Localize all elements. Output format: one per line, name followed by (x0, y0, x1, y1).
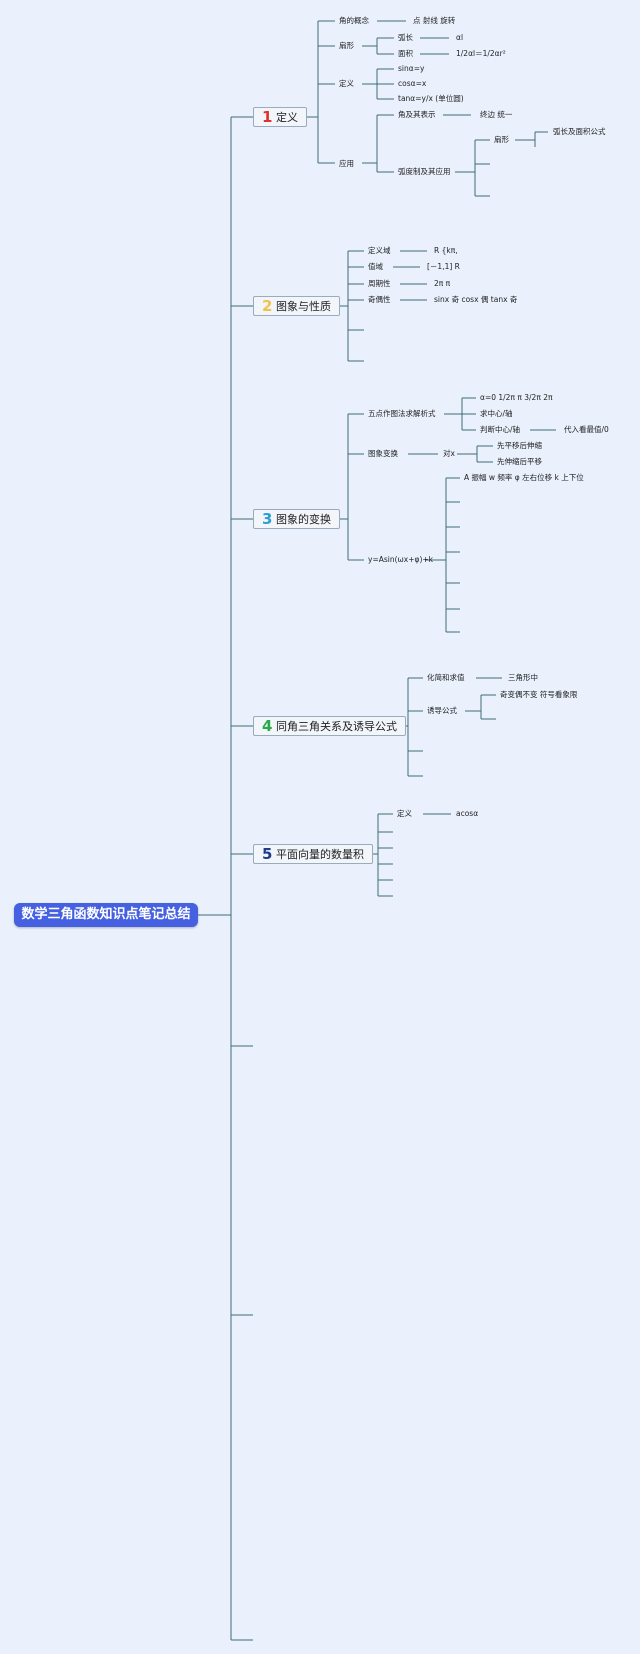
node-range-value[interactable]: [－1,1] R (427, 262, 460, 271)
node-simplify-evaluate[interactable]: 化简和求值 (427, 673, 465, 682)
node-cos[interactable]: cosα=x (398, 79, 427, 88)
node-graph-transform[interactable]: 图象变换 (368, 449, 398, 458)
node-dp-definition-value[interactable]: acosα (456, 809, 479, 818)
branch-label: 图象与性质 (276, 300, 331, 313)
node-sector[interactable]: 扇形 (339, 41, 354, 50)
node-definition[interactable]: 定义 (339, 79, 354, 88)
branch-label: 同角三角关系及诱导公式 (276, 720, 397, 733)
node-terminal-side[interactable]: 终边 统一 (480, 110, 513, 119)
node-odd-change-rule[interactable]: 奇变偶不变 符号看象限 (500, 690, 578, 699)
node-scale-then-shift[interactable]: 先伸缩后平移 (497, 457, 542, 466)
node-radian-application[interactable]: 弧度制及其应用 (398, 167, 451, 176)
node-angle-concept-value[interactable]: 点 射线 旋转 (413, 16, 456, 25)
node-tan[interactable]: tanα=y/x (单位圆) (398, 94, 464, 103)
node-general-sine[interactable]: y=Asin(ωx+φ)+k (368, 555, 434, 564)
branch-label: 定义 (276, 111, 298, 124)
branch-number: 1 (262, 108, 273, 126)
node-parity-value[interactable]: sinx 奇 cosx 偶 tanx 奇 (434, 295, 518, 304)
branch-label: 平面向量的数量积 (276, 848, 364, 861)
branch-5-dot-product[interactable]: 5 平面向量的数量积 (253, 844, 373, 864)
branch-4-identities[interactable]: 4 同角三角关系及诱导公式 (253, 716, 406, 736)
node-sector-2[interactable]: 扇形 (494, 135, 509, 144)
node-judge-center-axis[interactable]: 判断中心/轴 (480, 425, 521, 434)
branch-2-graph-properties[interactable]: 2 图象与性质 (253, 296, 340, 316)
node-angle-concept[interactable]: 角的概念 (339, 16, 369, 25)
node-substitute-extremum[interactable]: 代入看最值/0 (564, 425, 609, 434)
root-node[interactable]: 数学三角函数知识点笔记总结 (14, 903, 198, 927)
node-five-point[interactable]: 五点作图法求解析式 (368, 409, 436, 418)
node-range[interactable]: 值域 (368, 262, 383, 271)
branch-number: 3 (262, 510, 273, 528)
node-five-point-values[interactable]: α=0 1/2π π 3/2π 2π (480, 393, 553, 402)
node-for-x[interactable]: 对x (443, 449, 455, 458)
branch-1-definition[interactable]: 1 定义 (253, 107, 307, 127)
node-in-triangle[interactable]: 三角形中 (508, 673, 538, 682)
branch-label: 图象的变换 (276, 513, 331, 526)
node-area[interactable]: 面积 (398, 49, 413, 58)
branch-number: 5 (262, 845, 273, 863)
node-area-value[interactable]: 1/2αl＝1/2αr² (456, 49, 506, 58)
node-periodicity-value[interactable]: 2π π (434, 279, 451, 288)
node-application[interactable]: 应用 (339, 159, 354, 168)
node-angle-representation[interactable]: 角及其表示 (398, 110, 436, 119)
node-shift-then-scale[interactable]: 先平移后伸缩 (497, 441, 542, 450)
branch-3-graph-transform[interactable]: 3 图象的变换 (253, 509, 340, 529)
node-periodicity[interactable]: 周期性 (368, 279, 391, 288)
node-sector-formula[interactable]: 弧长及面积公式 (553, 127, 606, 136)
node-arc-length-value[interactable]: αl (456, 33, 464, 42)
node-parity[interactable]: 奇偶性 (368, 295, 391, 304)
node-sin[interactable]: sinα=y (398, 64, 425, 73)
node-amplitude-frequency[interactable]: A 振幅 w 频率 φ 左右位移 k 上下位 (464, 473, 584, 482)
node-domain[interactable]: 定义域 (368, 246, 391, 255)
node-find-center-axis[interactable]: 求中心/轴 (480, 409, 513, 418)
branch-number: 2 (262, 297, 273, 315)
node-domain-value[interactable]: R {kπ, (434, 246, 458, 255)
node-induction-formula[interactable]: 诱导公式 (427, 706, 457, 715)
branch-number: 4 (262, 717, 273, 735)
node-dp-definition[interactable]: 定义 (397, 809, 412, 818)
node-arc-length[interactable]: 弧长 (398, 33, 413, 42)
